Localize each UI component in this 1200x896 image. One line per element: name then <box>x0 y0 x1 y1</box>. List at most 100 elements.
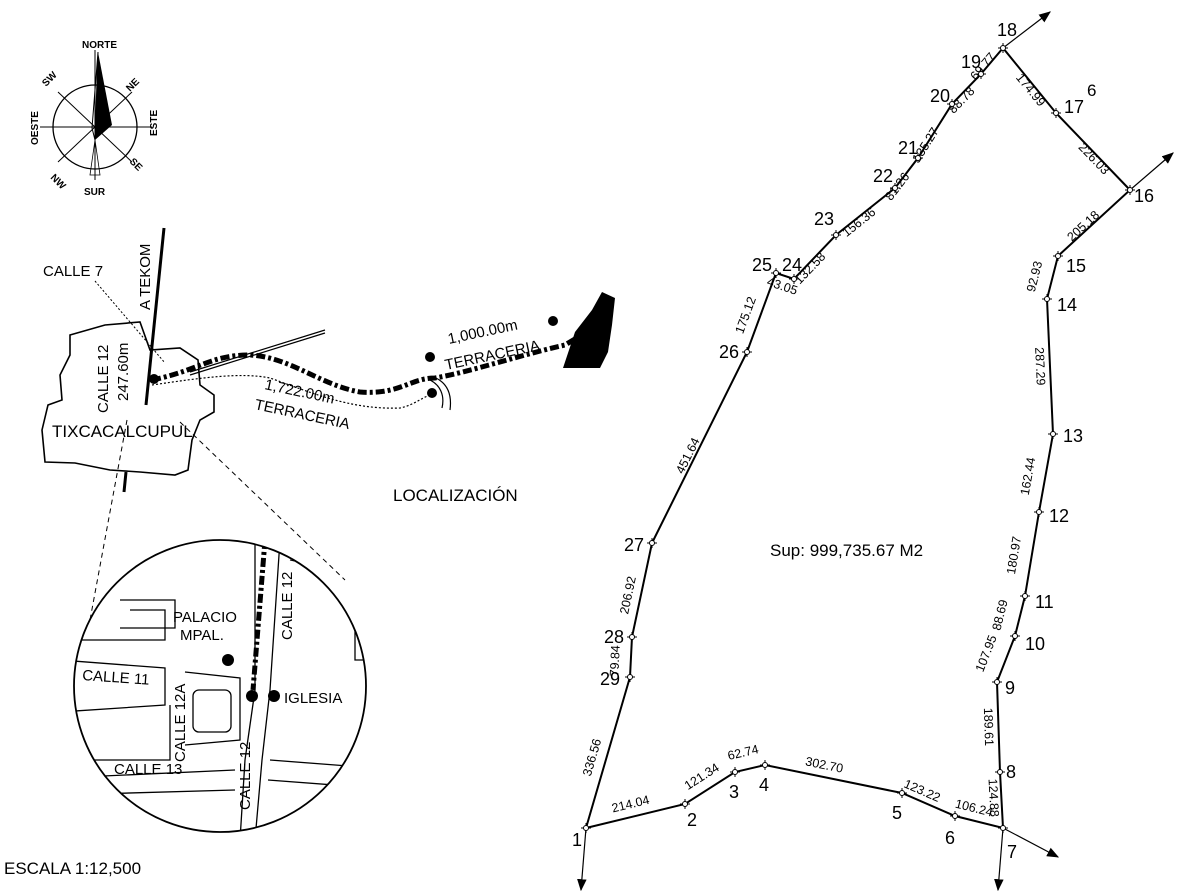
vertex-point <box>833 232 839 238</box>
compass-south-label: SUR <box>84 187 106 198</box>
segment-length-label: 121.34 <box>682 760 722 792</box>
inset-circle <box>73 539 367 833</box>
vertex-point <box>627 674 633 680</box>
location-sketch: CALLE 7 A TEKOM CALLE 12 247.60m TIXCACA… <box>41 227 615 505</box>
vertex-label: 29 <box>600 669 620 689</box>
parcel-outline <box>584 46 1132 830</box>
vertex-label: 2 <box>687 810 697 830</box>
vertex-label: 13 <box>1063 426 1083 446</box>
calle12-top-label: CALLE 12 <box>279 572 296 640</box>
iglesia-dot <box>268 690 280 702</box>
vertex-point <box>629 634 635 640</box>
vertex-point <box>1036 509 1042 515</box>
vertex-point <box>583 825 589 831</box>
segment-length-label: 124.88 <box>985 778 1001 817</box>
calle12-bottom-label: CALLE 12 <box>237 742 254 810</box>
vertex-label: 15 <box>1066 256 1086 276</box>
iglesia-label: IGLESIA <box>284 690 342 707</box>
vertex-label: 26 <box>719 342 739 362</box>
vertex-label: 22 <box>873 166 893 186</box>
segment-length-label: 336.56 <box>580 737 604 778</box>
vertex-point <box>1050 431 1056 437</box>
vertex-label: 1 <box>572 830 582 850</box>
compass-sw-label: SW <box>40 70 60 90</box>
property-silhouette <box>563 292 615 368</box>
vertex-label: 25 <box>752 255 772 275</box>
vertex-point <box>1012 633 1018 639</box>
vertex-point <box>899 790 905 796</box>
vertex-label: 10 <box>1025 634 1045 654</box>
vertex-label: 12 <box>1049 506 1069 526</box>
vertex-label: 23 <box>814 209 834 229</box>
segment-length-label: 88.69 <box>990 598 1011 632</box>
vertex-point <box>1053 110 1059 116</box>
vertex-label: 20 <box>930 86 950 106</box>
vertex-label: 9 <box>1005 678 1015 698</box>
vertex-label: 11 <box>1035 592 1054 612</box>
segment-length-label: 107.95 <box>973 633 1000 674</box>
vertex-label: 16 <box>1134 186 1154 206</box>
vertex-point <box>978 71 984 77</box>
segment-length-label: 88.78 <box>946 84 978 116</box>
vertex-point <box>1127 187 1133 193</box>
vertex-point <box>762 762 768 768</box>
segment-length-label: 451.64 <box>673 435 703 476</box>
segment-length-label: 206.92 <box>617 575 639 615</box>
stray-mark: 6 <box>1087 81 1096 100</box>
town-start-dot <box>149 374 159 384</box>
vertex-label: 19 <box>961 52 981 72</box>
segment-length-label: 180.97 <box>1004 535 1024 575</box>
vertex-point <box>994 679 1000 685</box>
a-tekom-label: A TEKOM <box>137 244 154 310</box>
vertex-point <box>682 801 688 807</box>
town-label: TIXCACALCUPUL <box>52 422 193 441</box>
compass-rose: NORTE SUR ESTE OESTE NE NW SW SE <box>30 40 160 198</box>
segment-length-label: 156.36 <box>840 205 879 240</box>
vertex-label: 24 <box>782 255 802 275</box>
segment-length-label: 205.18 <box>1064 208 1102 244</box>
calle7-label: CALLE 7 <box>43 263 103 280</box>
location-title: LOCALIZACIÓN <box>393 486 518 505</box>
vertex-point <box>952 813 958 819</box>
north-needle-icon <box>95 52 112 140</box>
terraceria-route-1 <box>151 327 592 395</box>
calle11-label: CALLE 11 <box>82 667 150 689</box>
vertex-label: 27 <box>624 535 644 555</box>
compass-west-label: OESTE <box>30 111 41 145</box>
vertex-label: 6 <box>945 828 955 848</box>
segment-length-label: 214.04 <box>610 793 651 816</box>
vertex-point <box>1044 296 1050 302</box>
vertex-point <box>744 349 750 355</box>
inset-detail: PALACIO MPAL. IGLESIA CALLE 11 CALLE 12A… <box>73 419 367 833</box>
dist-247-label: 247.60m <box>115 343 132 401</box>
vertex-label: 8 <box>1006 762 1016 782</box>
vertex-label: 18 <box>997 20 1017 40</box>
segment-length-label: 287.29 <box>1032 347 1048 386</box>
area-label: Sup: 999,735.67 M2 <box>770 541 923 560</box>
calle13-label: CALLE 13 <box>114 761 182 778</box>
vertex-point <box>732 769 738 775</box>
vertex-point <box>915 155 921 161</box>
palacio-dot <box>222 654 234 666</box>
calle12a-label: CALLE 12A <box>172 684 189 762</box>
terraceria-label-2: TERRACERIA <box>253 396 351 433</box>
segment-length-label: 162.44 <box>1018 456 1039 496</box>
vertex-point <box>1022 593 1028 599</box>
vertex-label: 21 <box>898 138 918 158</box>
vertex-point <box>1055 253 1061 259</box>
compass-nw-label: NW <box>48 172 68 192</box>
compass-north-label: NORTE <box>82 40 117 51</box>
segment-length-label: 92.93 <box>1024 260 1045 294</box>
segment-length-label: 79.84 <box>607 645 623 677</box>
scale-label: ESCALA 1:12,500 <box>4 859 141 878</box>
vertex-point <box>949 101 955 107</box>
vertex-label: 14 <box>1057 295 1077 315</box>
vertex-point <box>1000 825 1006 831</box>
vertex-point <box>773 270 779 276</box>
compass-ne-label: NE <box>124 76 142 94</box>
compass-east-label: ESTE <box>149 110 160 136</box>
vertex-label: 4 <box>759 775 769 795</box>
vertex-point <box>649 540 655 546</box>
